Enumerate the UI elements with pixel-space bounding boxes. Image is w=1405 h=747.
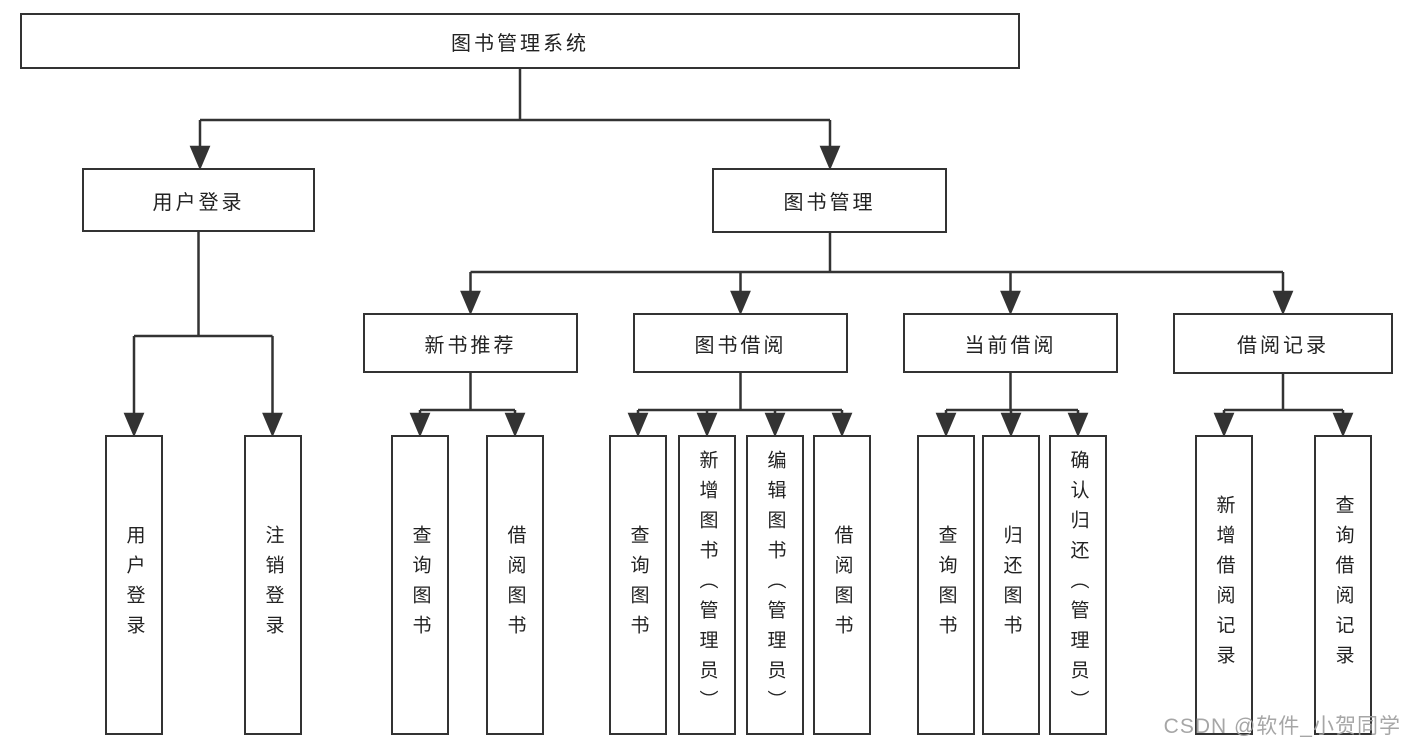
connector-book-borrow-children: [627, 373, 853, 438]
connector-book-mgmt-children: [460, 233, 1294, 316]
node-user-login: 用户登录: [82, 168, 315, 232]
leaf-query-books-current: 查询图书: [917, 435, 975, 735]
leaf-label: 借阅图书: [831, 525, 853, 645]
leaf-label: 编辑图书（管理员）: [764, 450, 786, 720]
leaf-logout: 注销登录: [244, 435, 302, 735]
connector-root-to-branches: [189, 69, 841, 171]
leaf-label: 注销登录: [262, 525, 284, 645]
leaf-label: 查询借阅记录: [1332, 495, 1354, 675]
leaf-label: 查询图书: [409, 525, 431, 645]
leaf-label: 用户登录: [123, 525, 145, 645]
node-book-mgmt: 图书管理: [712, 168, 947, 233]
leaf-query-borrow-record: 查询借阅记录: [1314, 435, 1372, 735]
leaf-query-books-rec: 查询图书: [391, 435, 449, 735]
connector-new-rec-children: [409, 373, 526, 438]
node-current-borrow: 当前借阅: [903, 313, 1118, 373]
node-root: 图书管理系统: [20, 13, 1020, 69]
leaf-query-books-borrow: 查询图书: [609, 435, 667, 735]
connector-current-borrow-children: [935, 373, 1089, 438]
leaf-label: 查询图书: [935, 525, 957, 645]
leaf-label: 新增借阅记录: [1213, 495, 1235, 675]
leaf-label: 借阅图书: [504, 525, 526, 645]
node-book-borrow: 图书借阅: [633, 313, 848, 373]
leaf-label: 新增图书（管理员）: [696, 450, 718, 720]
leaf-borrow-books-rec: 借阅图书: [486, 435, 544, 735]
leaf-confirm-return-admin: 确认归还（管理员）: [1049, 435, 1107, 735]
leaf-user-login: 用户登录: [105, 435, 163, 735]
leaf-label: 归还图书: [1000, 525, 1022, 645]
leaf-add-book-admin: 新增图书（管理员）: [678, 435, 736, 735]
leaf-label: 确认归还（管理员）: [1067, 450, 1089, 720]
node-new-book-rec: 新书推荐: [363, 313, 578, 373]
connector-borrow-records-children: [1213, 374, 1354, 438]
leaf-return-books: 归还图书: [982, 435, 1040, 735]
leaf-borrow-books-borrow: 借阅图书: [813, 435, 871, 735]
node-borrow-records: 借阅记录: [1173, 313, 1393, 374]
leaf-label: 查询图书: [627, 525, 649, 645]
connector-user-login-children: [123, 232, 283, 438]
leaf-edit-book-admin: 编辑图书（管理员）: [746, 435, 804, 735]
leaf-add-borrow-record: 新增借阅记录: [1195, 435, 1253, 735]
